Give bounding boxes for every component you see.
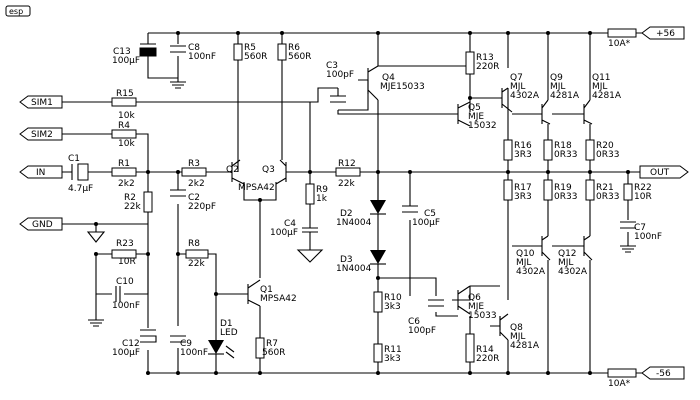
svg-text:OUT: OUT	[650, 168, 670, 178]
esp-logo: esp	[5, 5, 31, 17]
q11-transistor	[552, 99, 593, 125]
svg-text:10A*: 10A*	[608, 39, 631, 49]
q9-transistor	[512, 99, 551, 125]
q1-transistor	[242, 279, 261, 307]
ground-symbols	[86, 81, 636, 327]
wiring	[62, 32, 642, 374]
resistors	[111, 43, 633, 363]
junction-dots	[94, 31, 630, 375]
q12-transistor	[552, 235, 593, 261]
q6-transistor	[452, 285, 471, 315]
label-q2: Q2	[226, 165, 239, 175]
port-gnd: GND	[19, 217, 63, 231]
label-mpsa42-top: MPSA42	[238, 183, 275, 193]
q4-transistor	[358, 65, 379, 101]
q10-transistor	[512, 235, 551, 261]
fuse-bottom: 10A*	[607, 368, 637, 389]
q5-transistor	[452, 101, 471, 127]
q7-transistor	[496, 87, 513, 113]
svg-text:SIM1: SIM1	[31, 98, 53, 108]
q8-transistor	[490, 313, 509, 341]
diodes	[208, 200, 386, 359]
svg-text:IN: IN	[36, 168, 45, 178]
svg-text:-56: -56	[656, 369, 671, 379]
port-vneg: -56	[641, 366, 685, 380]
port-in: IN	[19, 165, 63, 179]
port-sim2: SIM2	[19, 127, 63, 141]
svg-text:GND: GND	[32, 220, 53, 230]
fuse-top: 10A*	[607, 28, 637, 49]
label-q3: Q3	[262, 165, 275, 175]
transistors	[222, 65, 593, 341]
svg-text:+56: +56	[656, 29, 675, 39]
port-out: OUT	[639, 165, 689, 179]
svg-text:SIM2: SIM2	[31, 130, 53, 140]
svg-text:esp: esp	[9, 7, 23, 16]
q2-transistor	[222, 159, 245, 185]
capacitors	[71, 43, 636, 343]
q3-transistor	[275, 159, 296, 185]
port-vpos: +56	[641, 26, 685, 40]
port-sim1: SIM1	[19, 95, 63, 109]
svg-text:10A*: 10A*	[608, 379, 631, 389]
